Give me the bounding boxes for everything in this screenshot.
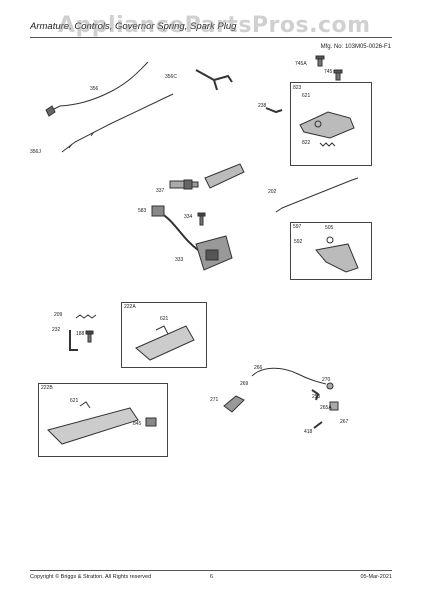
- label-356c: 356C: [165, 74, 177, 80]
- box-222a: [121, 302, 207, 368]
- footer-rule: [30, 570, 392, 571]
- label-270: 270: [322, 377, 331, 383]
- label-202: 202: [268, 189, 277, 195]
- link-232: [69, 330, 78, 351]
- label-333: 333: [175, 257, 184, 263]
- screw-188: [85, 330, 94, 343]
- screw-745: [333, 69, 343, 81]
- box-823: [290, 82, 372, 166]
- label-232: 232: [52, 327, 61, 333]
- control-wire: [61, 93, 174, 153]
- label-356: 356: [90, 86, 99, 92]
- label-222b: 222B: [41, 385, 53, 391]
- spark-plug-boot: [151, 205, 165, 217]
- mfg-number: Mfg. No: 103M05-0026-F1: [320, 44, 391, 50]
- screw-745a: [315, 55, 325, 67]
- cable-266: [251, 367, 327, 385]
- spring-238: [265, 107, 283, 114]
- label-597: 597: [293, 224, 302, 230]
- bracket-222b: [47, 407, 139, 445]
- part-383: [204, 163, 245, 189]
- label-418: 418: [304, 429, 313, 435]
- armature-lead: [161, 213, 199, 251]
- part-265a: [329, 401, 339, 411]
- bracket-597: [315, 243, 359, 273]
- label-253: 253: [312, 394, 321, 400]
- part-418: [313, 421, 323, 429]
- footer-page-number: 6: [210, 574, 214, 580]
- label-356j: 356J: [30, 149, 41, 155]
- label-745: 745: [324, 69, 333, 75]
- label-271: 271: [210, 397, 219, 403]
- label-265a: 265A: [320, 405, 332, 411]
- label-621-222a: 621: [160, 316, 169, 322]
- label-583: 583: [138, 208, 147, 214]
- label-745a: 745A: [295, 61, 307, 67]
- watermark: AppliancePartsPros.com: [58, 13, 371, 38]
- label-267: 267: [340, 419, 349, 425]
- label-269: 269: [240, 381, 249, 387]
- choke-bracket: [195, 69, 233, 83]
- part-253: [311, 389, 320, 401]
- label-209: 209: [54, 312, 63, 318]
- box-597: [290, 222, 372, 280]
- part-845: [145, 417, 157, 427]
- label-621-222b: 621: [70, 398, 79, 404]
- page-title: Armature, Controls, Governor Spring, Spa…: [30, 21, 237, 32]
- label-823: 823: [293, 85, 302, 91]
- label-505: 505: [325, 225, 334, 231]
- label-845: 845: [133, 421, 142, 427]
- header-rule: [30, 37, 392, 38]
- governor-control: [299, 111, 355, 139]
- spark-plug: [169, 179, 199, 190]
- part-271: [223, 395, 245, 413]
- label-222a: 222A: [124, 304, 136, 310]
- screw-334: [197, 212, 206, 226]
- label-822: 822: [302, 140, 311, 146]
- label-266: 266: [254, 365, 263, 371]
- label-337: 337: [156, 188, 165, 194]
- label-334: 334: [184, 214, 193, 220]
- label-592: 592: [294, 239, 303, 245]
- governor-link: [275, 177, 359, 213]
- spring-209: [75, 314, 97, 319]
- footer-date: 05-Mar-2021: [360, 574, 393, 580]
- box-222b: [38, 383, 168, 457]
- label-238: 238: [258, 103, 267, 109]
- bracket-222a: [135, 325, 195, 361]
- throttle-cable: [51, 61, 149, 111]
- footer-copyright: Copyright © Briggs & Stratton. All Right…: [30, 574, 152, 580]
- spring-822: [319, 142, 336, 147]
- label-188: 188: [76, 331, 85, 337]
- label-621: 621: [302, 93, 311, 99]
